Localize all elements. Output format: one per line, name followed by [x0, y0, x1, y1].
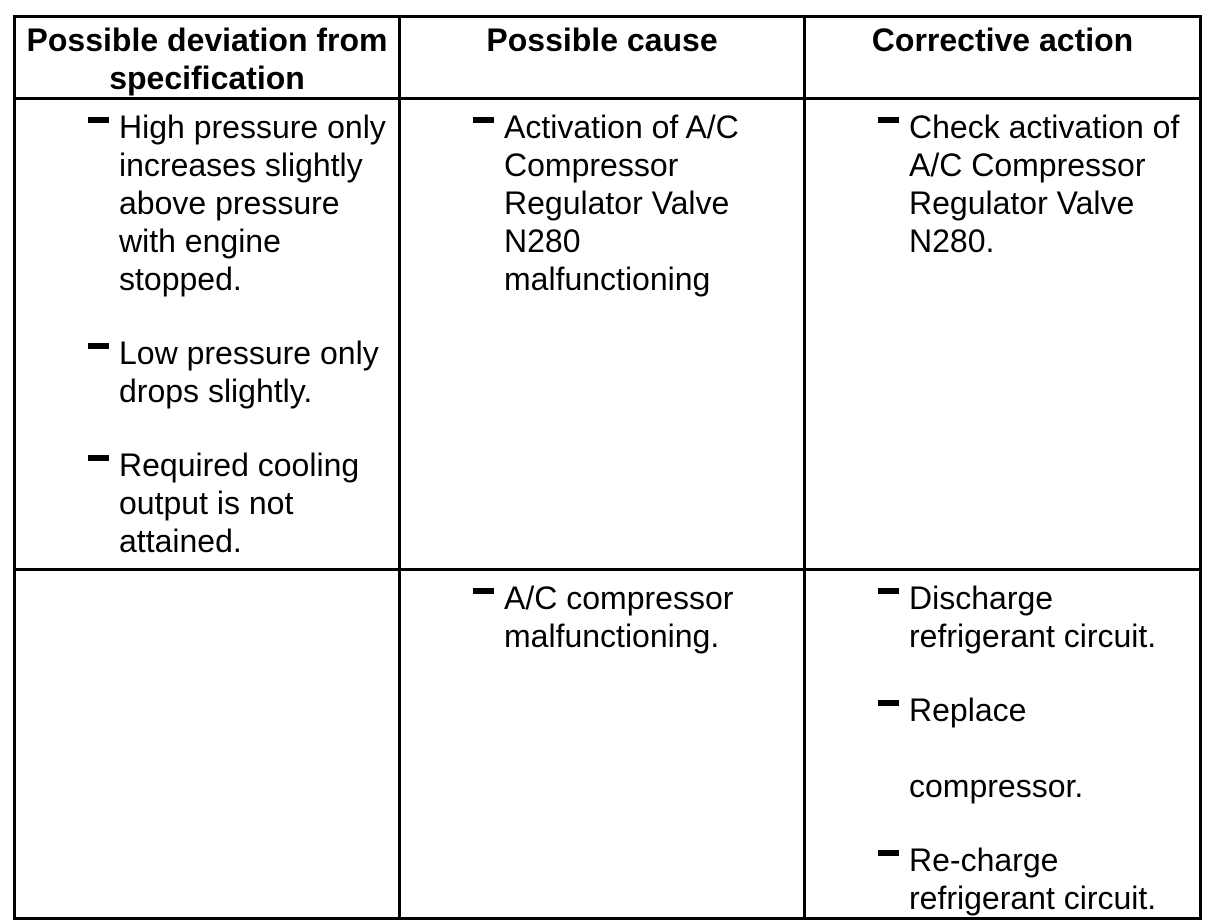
list-item: A/C compressor malfunctioning.	[473, 579, 797, 655]
list-item-text: Discharge refrigerant circuit.	[909, 580, 1157, 654]
list-item: Discharge refrigerant circuit.	[878, 579, 1193, 655]
list-item: Re-charge refrigerant circuit.	[878, 841, 1193, 917]
list-item: Replace compressor.	[878, 691, 1193, 805]
cell-cause-row2: A/C compressor malfunctioning.	[398, 568, 806, 920]
list-item-text: Activation of A/C Compressor Regulator V…	[504, 109, 739, 297]
troubleshooting-table: Possible deviation from specification Po…	[13, 15, 1202, 920]
table-row: A/C compressor malfunctioning. Discharge…	[13, 568, 1202, 920]
list-item: Activation of A/C Compressor Regulator V…	[473, 108, 797, 298]
column-header-action: Corrective action	[803, 15, 1202, 100]
list-item: Low pressure only drops slightly.	[88, 334, 392, 410]
column-header-deviation: Possible deviation from specification	[13, 15, 401, 100]
dash-bullet-icon	[473, 588, 494, 594]
cell-action-row2: Discharge refrigerant circuit. Replace c…	[803, 568, 1202, 920]
dash-bullet-icon	[88, 455, 109, 461]
list-item-text: Check activation of A/C Compressor Regul…	[909, 109, 1180, 259]
cell-cause-row1: Activation of A/C Compressor Regulator V…	[398, 97, 806, 571]
list-item-text: Re-charge refrigerant circuit.	[909, 842, 1157, 916]
dash-bullet-icon	[878, 588, 899, 594]
dash-bullet-icon	[878, 850, 899, 856]
list-item: High pressure only increases slightly ab…	[88, 108, 392, 298]
cell-deviation-row1: High pressure only increases slightly ab…	[13, 97, 401, 571]
cell-deviation-row2	[13, 568, 401, 920]
list-item-text: Low pressure only drops slightly.	[119, 335, 379, 409]
dash-bullet-icon	[473, 117, 494, 123]
dash-bullet-icon	[878, 117, 899, 123]
list-item: Check activation of A/C Compressor Regul…	[878, 108, 1193, 260]
header-row: Possible deviation from specification Po…	[13, 15, 1202, 100]
column-header-cause: Possible cause	[398, 15, 806, 100]
dash-bullet-icon	[88, 117, 109, 123]
dash-bullet-icon	[878, 700, 899, 706]
cell-action-row1: Check activation of A/C Compressor Regul…	[803, 97, 1202, 571]
list-item-text: Replace compressor.	[909, 692, 1084, 804]
dash-bullet-icon	[88, 343, 109, 349]
list-item-text: Required cooling output is not attained.	[119, 447, 360, 559]
table-row: High pressure only increases slightly ab…	[13, 97, 1202, 571]
list-item-text: A/C compressor malfunctioning.	[504, 580, 734, 654]
list-item-text: High pressure only increases slightly ab…	[119, 109, 386, 297]
list-item: Required cooling output is not attained.	[88, 446, 392, 560]
